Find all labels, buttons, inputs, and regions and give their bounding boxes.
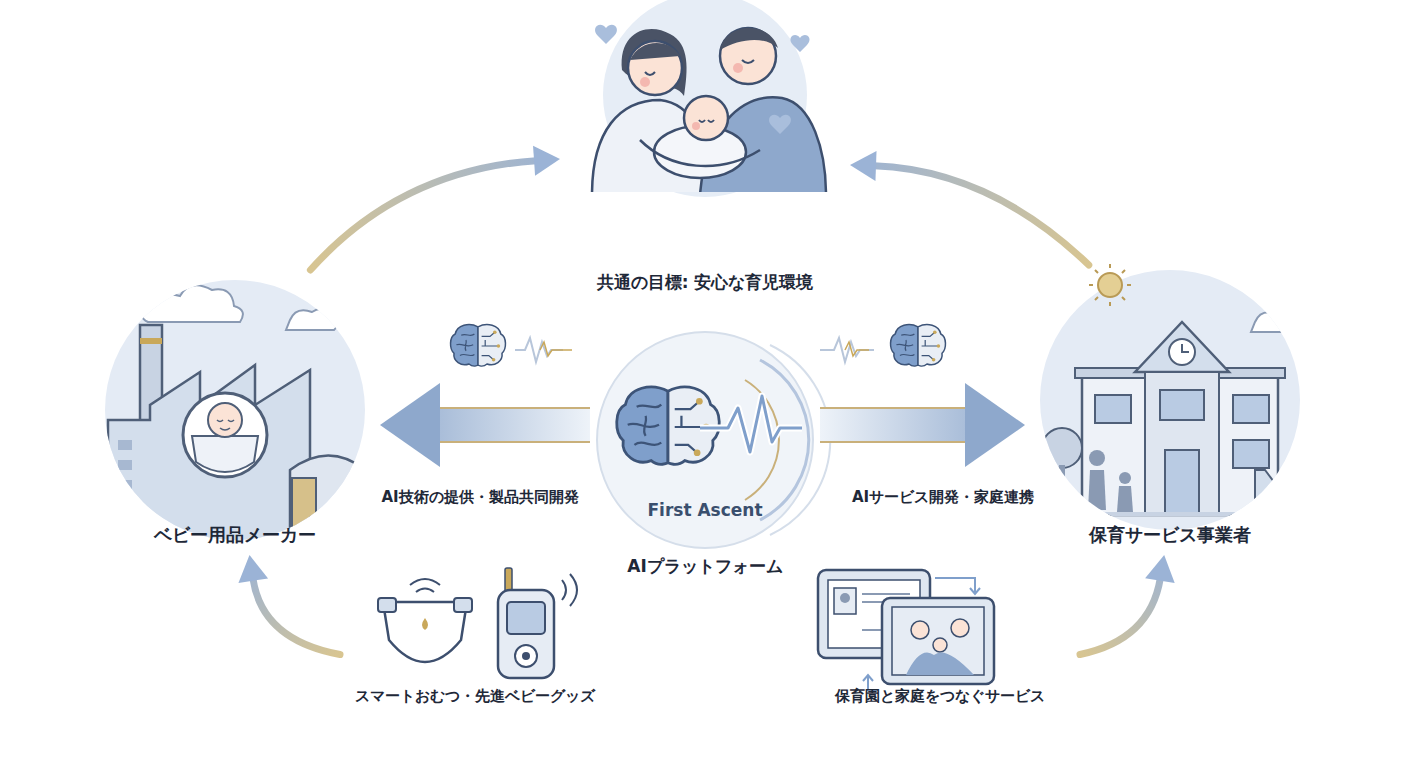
brain-icon	[820, 325, 945, 366]
goal-node: 共通の目標: 安心な育児環境	[560, 0, 850, 300]
nursery-school-illustration	[1040, 264, 1303, 530]
node-title: 保育サービス事業者	[1025, 524, 1315, 547]
service-node: 保育園と家庭をつなぐサービス	[800, 560, 1080, 710]
factory-illustration	[105, 280, 368, 545]
node-title: 保育園と家庭をつなぐサービス	[800, 687, 1080, 706]
flow-arrow	[820, 383, 1025, 467]
arrow-head	[380, 383, 440, 467]
arrow-head	[238, 555, 268, 583]
arrow-edge-line	[820, 407, 965, 409]
arrow-shaft	[440, 408, 590, 442]
node-subtitle: AIプラットフォーム	[590, 556, 820, 577]
edge-label: AIサービス開発・家庭連携	[852, 488, 1034, 507]
node-title: 共通の目標: 安心な育児環境	[560, 272, 850, 293]
curved-arrow	[310, 146, 560, 270]
flow-arrow	[380, 383, 590, 467]
arrow-line	[874, 166, 1089, 265]
arrow-shaft	[820, 408, 965, 442]
arrow-head	[850, 151, 877, 181]
node-title: First Ascent	[590, 500, 820, 521]
platform-node: First AscentAIプラットフォーム	[590, 330, 820, 585]
arrow-head	[965, 383, 1025, 467]
arrow-edge-line	[440, 407, 590, 409]
curved-arrow	[1080, 555, 1175, 655]
curved-arrow	[238, 555, 340, 655]
curved-arrow	[850, 151, 1089, 265]
arrow-line	[253, 579, 340, 655]
arrow-head	[533, 146, 560, 176]
arrow-edge-line	[820, 441, 965, 443]
product-node: スマートおむつ・先進ベビーグッズ	[340, 560, 610, 710]
arrow-head	[1145, 555, 1175, 583]
arrow-edge-line	[440, 441, 590, 443]
arrow-line	[310, 161, 536, 270]
family-illustration	[592, 0, 826, 197]
baby-goods-illustration	[378, 568, 577, 678]
node-title: ベビー用品メーカー	[90, 524, 380, 547]
arrow-line	[1080, 579, 1160, 655]
childcare-provider-node: 保育サービス事業者	[1025, 265, 1315, 555]
edge-label: AI技術の提供・製品共同開発	[381, 488, 578, 507]
connected-service-illustration	[818, 570, 994, 690]
manufacturer-node: ベビー用品メーカー	[90, 270, 380, 555]
brain-icon	[451, 325, 572, 366]
node-title: スマートおむつ・先進ベビーグッズ	[340, 687, 610, 706]
